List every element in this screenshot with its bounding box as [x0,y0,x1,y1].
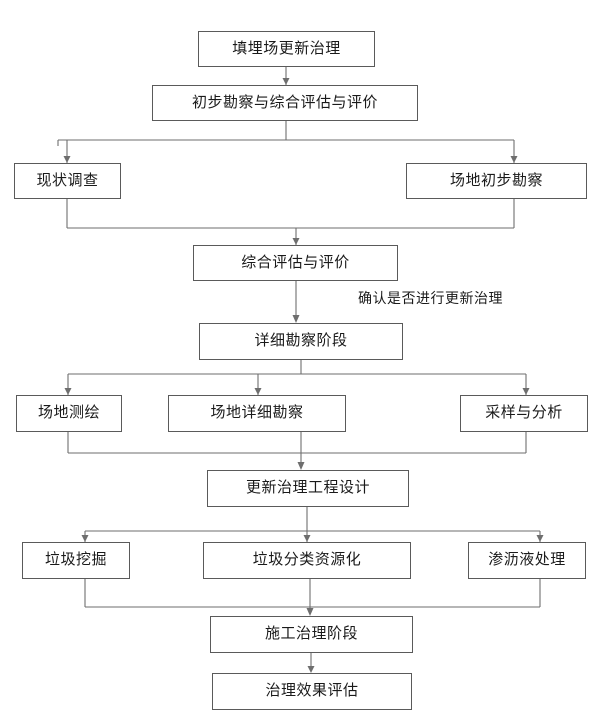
node-renewal-engineering-design[interactable]: 更新治理工程设计 [207,470,409,507]
node-construction-treatment-stage[interactable]: 施工治理阶段 [210,616,413,653]
node-site-preliminary-survey[interactable]: 场地初步勘察 [406,163,587,199]
arrowhead-n12 [303,535,311,542]
node-label: 综合评估与评价 [241,254,350,271]
node-waste-sorting-recycling[interactable]: 垃圾分类资源化 [203,542,411,579]
arrowhead-n2 [282,78,290,85]
arrowhead-n14 [306,608,314,616]
node-label: 现状调查 [36,172,99,189]
node-label: 详细勘察阶段 [254,333,348,349]
node-label: 更新治理工程设计 [245,480,370,496]
edge-label-confirm-renewal: 确认是否进行更新治理 [358,292,503,307]
arrowhead-n8 [254,388,262,395]
arrowhead-n3 [63,156,71,163]
arrowhead-n9 [522,388,530,395]
node-label: 垃圾挖掘 [44,552,107,568]
node-label: 垃圾分类资源化 [252,552,362,568]
node-treatment-effect-evaluation[interactable]: 治理效果评估 [212,673,412,710]
node-detailed-survey-stage[interactable]: 详细勘察阶段 [199,323,403,360]
node-waste-excavation[interactable]: 垃圾挖掘 [22,542,130,579]
node-label: 渗沥液处理 [488,552,566,568]
node-sampling-and-analysis[interactable]: 采样与分析 [460,395,588,432]
arrowhead-n7 [64,388,72,395]
arrowhead-n15 [307,666,315,673]
node-landfill-renewal-treatment[interactable]: 填埋场更新治理 [198,31,375,67]
arrowhead-n5 [292,238,300,245]
node-preliminary-survey-and-assessment[interactable]: 初步勘察与综合评估与评价 [152,85,418,121]
node-label: 采样与分析 [485,405,563,421]
arrowhead-n10 [297,462,305,470]
node-comprehensive-assessment[interactable]: 综合评估与评价 [193,245,398,281]
arrowhead-n6 [292,315,300,323]
node-label: 初步勘察与综合评估与评价 [191,94,378,111]
node-label: 填埋场更新治理 [232,40,341,57]
node-site-detailed-survey[interactable]: 场地详细勘察 [168,395,346,432]
arrowhead-n11 [81,535,89,542]
arrowhead-n13 [536,535,544,542]
node-current-status-investigation[interactable]: 现状调查 [14,163,121,199]
node-label: 场地初步勘察 [449,172,543,189]
node-label: 场地详细勘察 [210,405,304,421]
node-site-mapping[interactable]: 场地测绘 [16,395,122,432]
node-label: 施工治理阶段 [264,626,358,642]
node-label: 治理效果评估 [265,683,359,699]
node-label: 场地测绘 [37,405,100,421]
node-leachate-treatment[interactable]: 渗沥液处理 [468,542,586,579]
arrowhead-n4 [510,156,518,163]
